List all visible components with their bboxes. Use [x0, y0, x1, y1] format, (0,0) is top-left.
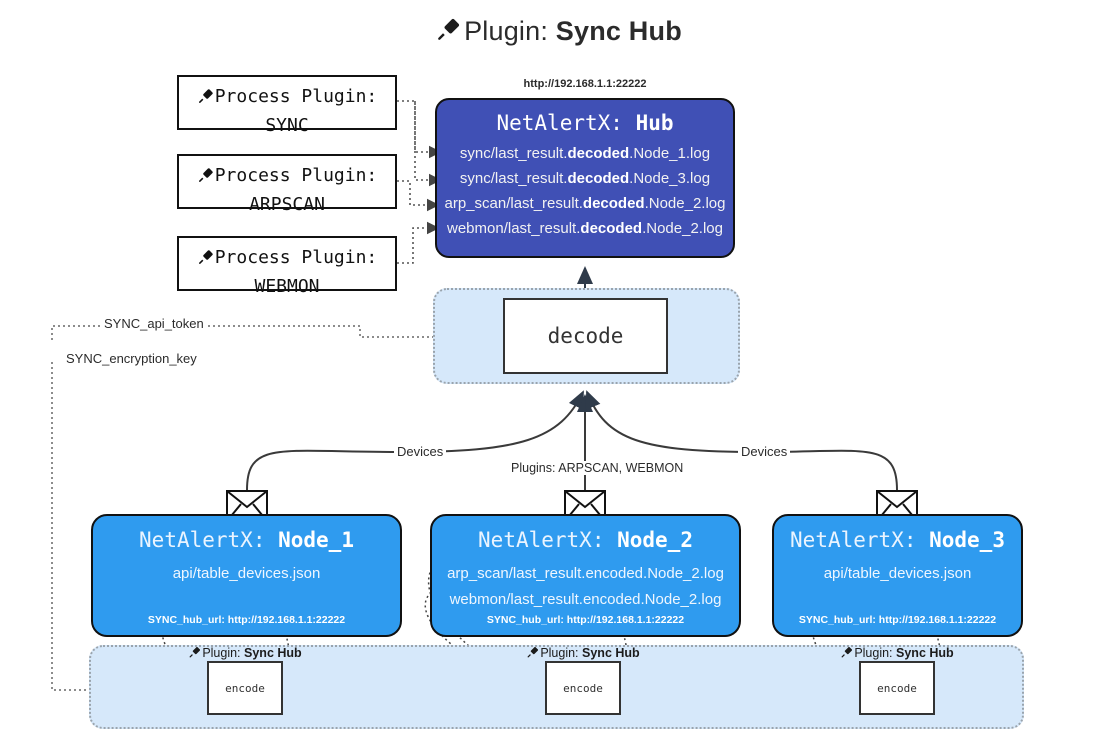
- node-line: api/table_devices.json: [172, 565, 321, 582]
- process-plugin-label: Process Plugin:: [214, 165, 378, 186]
- page-title-prefix: Plugin:: [464, 16, 556, 46]
- encode-label: encode: [877, 681, 917, 695]
- node-line: api/table_devices.json: [823, 565, 972, 582]
- edge-webmon-to-hub: [397, 221, 440, 264]
- node-footer: SYNC_hub_url: http://192.168.1.1:22222: [798, 614, 997, 626]
- encode-box-2[interactable]: encode: [545, 661, 621, 715]
- process-plugin-label: Process Plugin:: [214, 86, 378, 107]
- node-title: NetAlertX: Node_3: [790, 528, 1005, 552]
- plug-icon: [197, 248, 214, 274]
- node-box-node-2[interactable]: NetAlertX: Node_2 arp_scan/last_result.e…: [430, 514, 741, 637]
- node-footer: SYNC_hub_url: http://192.168.1.1:22222: [486, 614, 685, 626]
- plug-icon: [435, 17, 461, 50]
- page-title-name: Sync Hub: [555, 16, 682, 46]
- node-title: NetAlertX: Node_2: [478, 528, 693, 552]
- node-line-list: api/table_devices.json: [774, 561, 1021, 587]
- decode-box[interactable]: decode: [503, 298, 668, 374]
- encode-box-3[interactable]: encode: [859, 661, 935, 715]
- process-plugin-arpscan[interactable]: Process Plugin: ARPSCAN: [177, 154, 397, 215]
- process-plugin-sync[interactable]: Process Plugin: SYNC: [177, 75, 397, 136]
- hub-title-prefix: NetAlertX:: [496, 111, 636, 135]
- hub-title-name: Hub: [635, 111, 674, 135]
- secret-label-encryption-key: SYNC_encryption_key: [63, 351, 200, 366]
- hub-log-entry: arp_scan/last_result.decoded.Node_2.log: [444, 194, 726, 212]
- node-box-node-3[interactable]: NetAlertX: Node_3 api/table_devices.json…: [772, 514, 1023, 637]
- hub-log-entry: webmon/last_result.decoded.Node_2.log: [447, 219, 723, 237]
- hub-url-label: http://192.168.1.1:22222: [523, 78, 647, 90]
- process-plugin-value: ARPSCAN: [249, 193, 325, 215]
- plug-icon: [526, 646, 539, 662]
- node-line: webmon/last_result.encoded.Node_2.log: [449, 590, 722, 608]
- node-line-list: arp_scan/last_result.encoded.Node_2.log …: [432, 561, 739, 613]
- edge-sync-to-hub: [397, 100, 442, 187]
- hub-title: NetAlertX: Hub: [437, 111, 733, 135]
- edge-arpscan-to-hub: [397, 180, 440, 212]
- process-plugin-webmon[interactable]: Process Plugin: WEBMON: [177, 236, 397, 297]
- plug-icon: [188, 646, 201, 662]
- plug-icon: [840, 646, 853, 662]
- node-line: arp_scan/last_result.encoded.Node_2.log: [447, 565, 724, 582]
- encoder-label-3: Plugin: Sync Hub: [822, 646, 972, 662]
- encode-label: encode: [563, 681, 603, 695]
- decode-label: decode: [547, 324, 624, 348]
- page-title: Plugin: Sync Hub: [0, 16, 1117, 50]
- flow-label-devices-left: Devices: [394, 444, 447, 459]
- encoder-label-1: Plugin: Sync Hub: [170, 646, 320, 662]
- hub-log-entry: sync/last_result.decoded.Node_3.log: [459, 169, 711, 187]
- hub-log-list: sync/last_result.decoded.Node_1.log sync…: [437, 142, 733, 242]
- encoder-label-2: Plugin: Sync Hub: [508, 646, 658, 662]
- process-plugin-label: Process Plugin:: [214, 247, 378, 268]
- node-footer: SYNC_hub_url: http://192.168.1.1:22222: [147, 614, 346, 626]
- process-plugin-value: SYNC: [265, 114, 309, 136]
- encode-box-1[interactable]: encode: [207, 661, 283, 715]
- plug-icon: [197, 87, 214, 113]
- hub-log-entry: sync/last_result.decoded.Node_1.log: [459, 145, 711, 162]
- node-title: NetAlertX: Node_1: [139, 528, 354, 552]
- secret-label-api-token: SYNC_api_token: [101, 316, 207, 331]
- node-line-list: api/table_devices.json: [93, 561, 400, 587]
- process-plugin-value: WEBMON: [254, 275, 320, 297]
- plug-icon: [197, 166, 214, 192]
- edge-nodes-to-decode: [246, 390, 898, 491]
- node-box-node-1[interactable]: NetAlertX: Node_1 api/table_devices.json…: [91, 514, 402, 637]
- encode-label: encode: [225, 681, 265, 695]
- flow-label-devices-right: Devices: [738, 444, 791, 459]
- hub-box[interactable]: NetAlertX: Hub sync/last_result.decoded.…: [435, 98, 735, 258]
- flow-label-plugins-middle: Plugins: ARPSCAN, WEBMON: [508, 461, 687, 475]
